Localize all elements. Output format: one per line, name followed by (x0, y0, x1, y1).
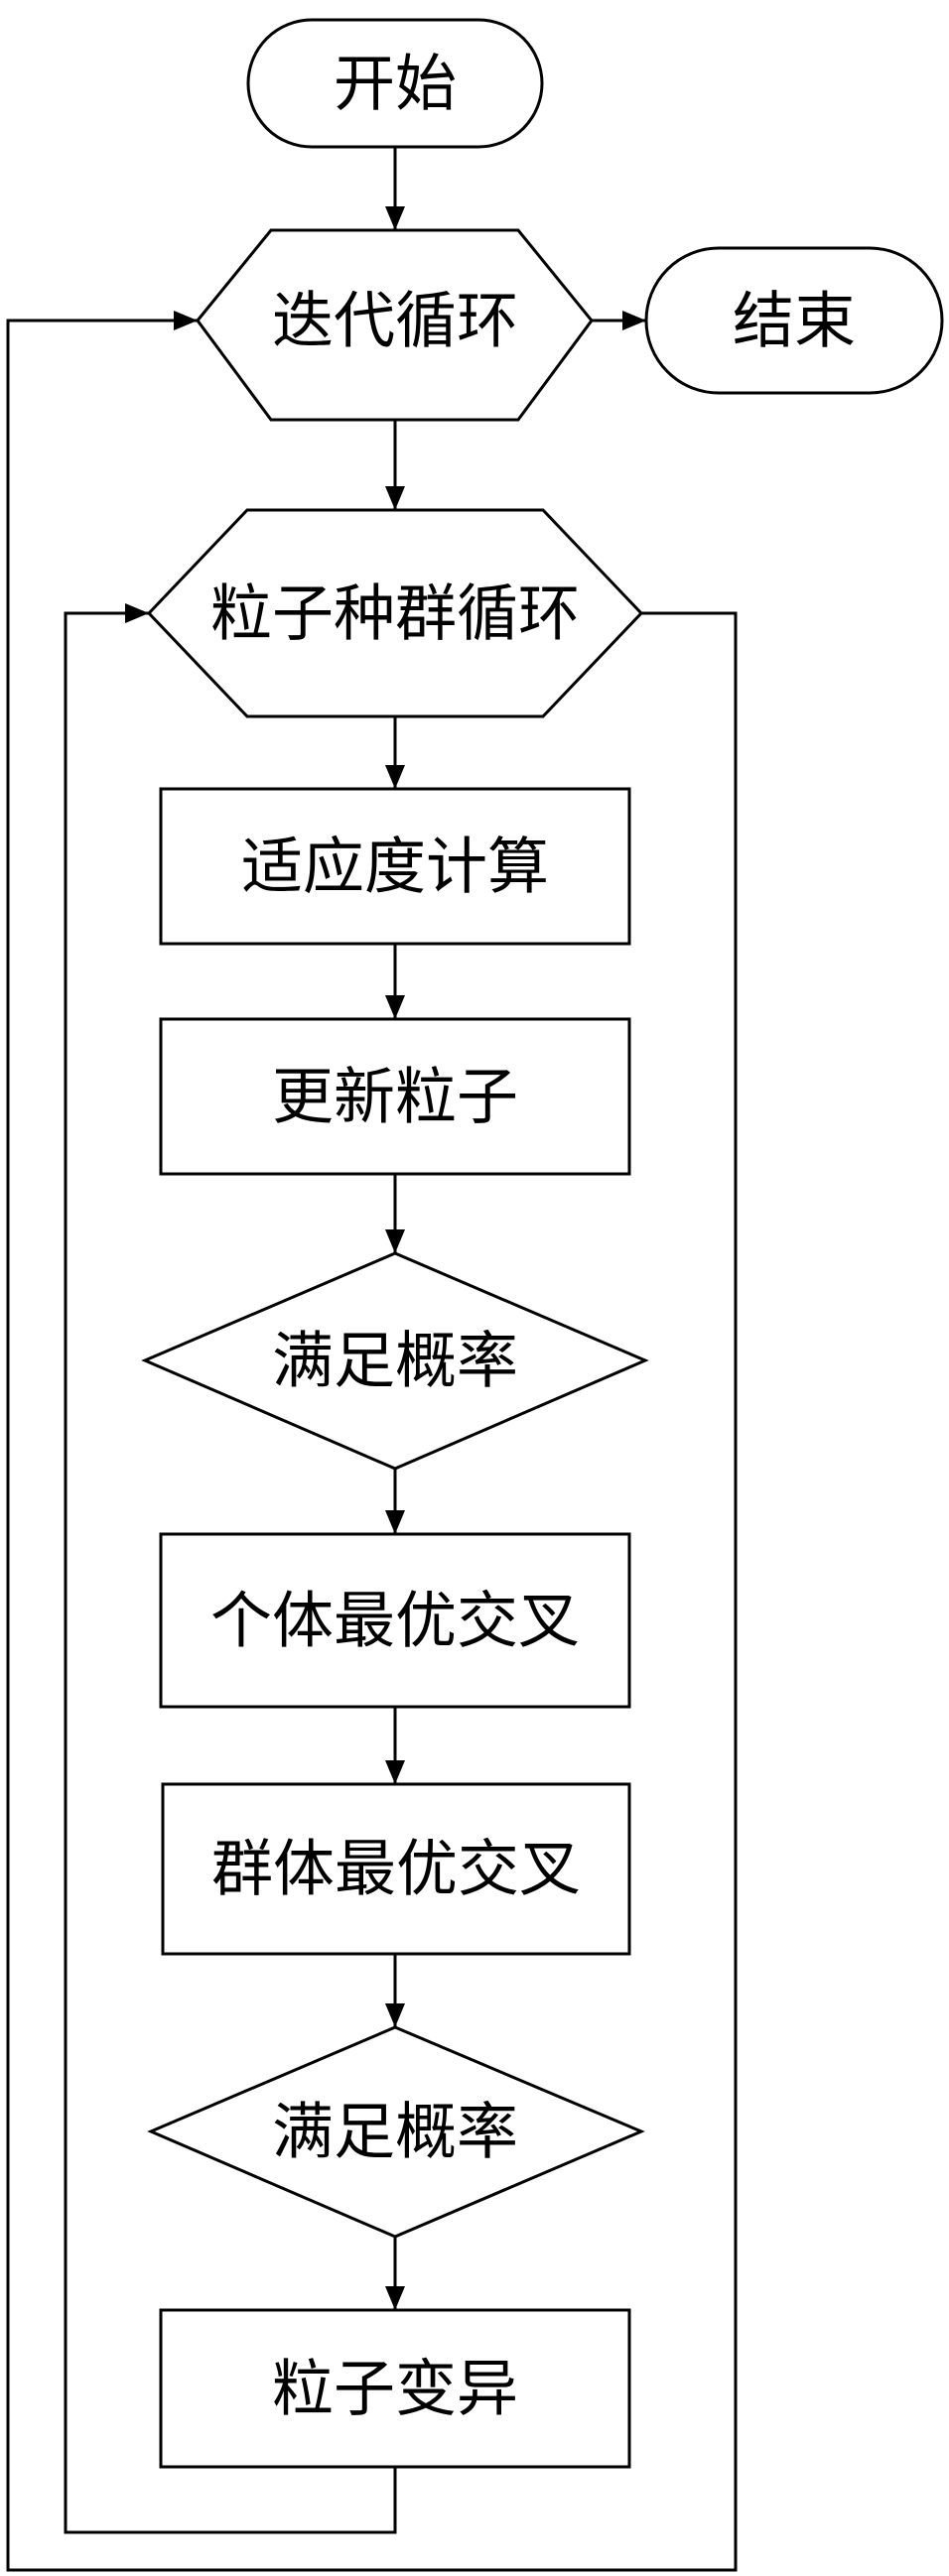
node-iteration-loop: 迭代循环 (196, 228, 594, 422)
end-label: 结束 (733, 285, 856, 357)
node-individual-crossover: 个体最优交叉 (159, 1532, 631, 1709)
global-crossover-label: 群体最优交叉 (211, 1833, 581, 1905)
node-start: 开始 (246, 18, 544, 149)
fitness-label: 适应度计算 (241, 831, 549, 903)
iteration-loop-label: 迭代循环 (272, 285, 518, 357)
fitness-box (159, 787, 631, 946)
node-probability-1: 满足概率 (141, 1251, 649, 1471)
end-terminator (644, 246, 944, 395)
probability-2-label: 满足概率 (272, 2096, 518, 2168)
start-label: 开始 (334, 48, 457, 120)
global-crossover-box (161, 1782, 631, 1956)
update-box (159, 1017, 631, 1176)
update-label: 更新粒子 (272, 1061, 518, 1133)
node-population-loop: 粒子种群循环 (146, 508, 644, 718)
individual-crossover-label: 个体最优交叉 (210, 1585, 580, 1657)
loop-back-to-population (64, 603, 397, 2534)
node-global-crossover: 群体最优交叉 (161, 1782, 631, 1956)
node-update: 更新粒子 (159, 1017, 631, 1176)
individual-crossover-box (159, 1532, 631, 1709)
node-fitness: 适应度计算 (159, 787, 631, 946)
probability-1-label: 满足概率 (272, 1325, 518, 1397)
population-loop-label: 粒子种群循环 (210, 578, 580, 650)
mutation-label: 粒子变异 (272, 2353, 518, 2425)
node-mutation: 粒子变异 (159, 2308, 631, 2469)
node-end: 结束 (644, 246, 944, 395)
loop-back-to-iteration (6, 311, 738, 2572)
node-probability-2: 满足概率 (147, 2025, 645, 2239)
